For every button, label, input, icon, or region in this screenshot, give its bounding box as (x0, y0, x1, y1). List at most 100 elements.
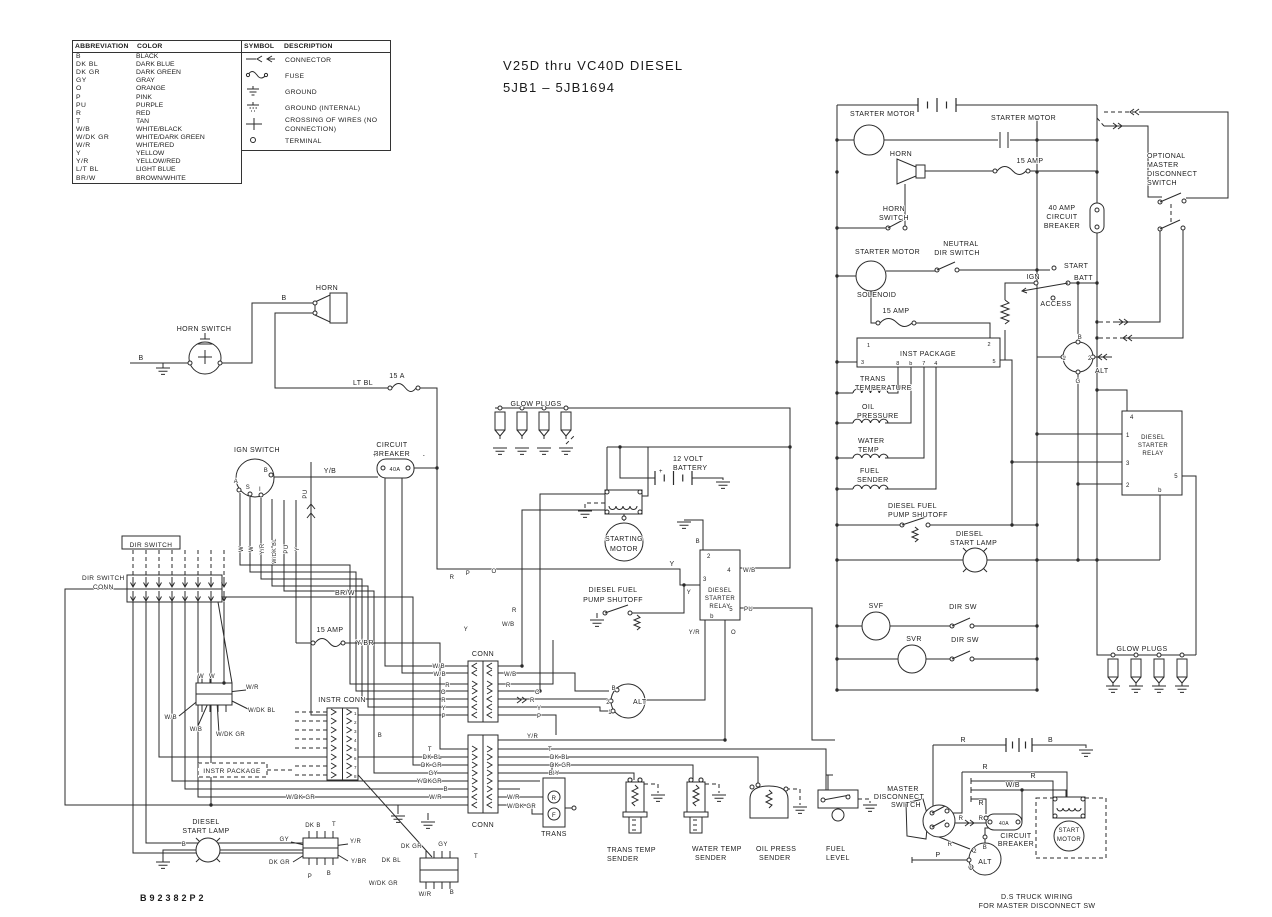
wire-label: 1 (354, 711, 357, 716)
wire-label: PU (744, 607, 753, 613)
wire-label: BATT (1074, 275, 1093, 282)
wire-label: I (259, 487, 261, 493)
wire-label: B (444, 787, 448, 793)
wire-label: P (537, 714, 541, 720)
legend-symbol-desc: GROUND (INTERNAL) (285, 105, 361, 113)
legend-abbr: W/B (76, 125, 91, 133)
trans-f-terminal (547, 807, 561, 821)
diesel-start-lamp-right (962, 547, 988, 573)
diesel-start-lamp-left (195, 837, 221, 863)
wire-label: STARTER (1138, 443, 1169, 449)
wire-label: CONN (93, 584, 114, 591)
wire-label: 4 (354, 738, 357, 743)
wire-label: B (182, 842, 186, 848)
wire-label: Y (442, 706, 446, 712)
wire-label: 2 (1126, 483, 1130, 489)
wire-label: R (979, 816, 984, 822)
wire-label: 2 (973, 849, 977, 855)
wire-label: BREAKER (1044, 223, 1080, 230)
circuit-breaker-bottom (985, 813, 1023, 831)
legend-color: PURPLE (136, 101, 164, 109)
wire-label: W (209, 674, 215, 680)
wire-label: Y (464, 627, 468, 633)
wire-label: Y/R (527, 734, 538, 740)
fuel-sender-label: FUEL (860, 468, 880, 475)
symbols-layer (130, 98, 1189, 870)
wire-label: B (327, 871, 331, 877)
wire-label: T (332, 822, 336, 828)
wire-label: SENDER (857, 477, 889, 484)
circuit-breaker-40amp-label: 40 AMP (1049, 205, 1076, 212)
wire-label: W/DK BL (248, 708, 276, 714)
diesel-starter-relay-center-box (699, 549, 741, 621)
abbr-header: ABBREVIATION (75, 43, 129, 50)
wire-label: + (659, 469, 663, 475)
oil-pressure-label: OIL (862, 404, 874, 411)
legend-color: PINK (136, 93, 152, 101)
wire-label: B (281, 295, 286, 302)
wire-label: Y (687, 590, 691, 596)
wire-label: BATTERY (673, 465, 707, 472)
wire-label: B (549, 771, 553, 777)
diesel-starter-relay-center-label: DIESEL (708, 588, 732, 594)
wire-label: W/DK GR (507, 804, 536, 810)
legend-symbol-row: CROSSING OF WIRES (NO CONNECTION) (242, 117, 390, 133)
wire-label: DISCONNECT (1147, 171, 1198, 178)
diesel-start-lamp-right-label: DIESEL (956, 531, 983, 538)
component-circles (188, 124, 1094, 876)
wire-label: 1 (867, 343, 870, 349)
instr-package-box (197, 762, 268, 778)
legend-abbr: T (76, 117, 81, 125)
legend-symbol-desc: TERMINAL (285, 137, 322, 145)
starter-motor-2-label: STARTER MOTOR (991, 115, 1056, 122)
wire-label: 3 (1126, 461, 1130, 467)
wire-label: Y/DKGR (417, 779, 443, 785)
wire-label: 5 (354, 747, 357, 752)
caption-line-2: FOR MASTER DISCONNECT SW (979, 903, 1096, 910)
wire-label: SENDER (607, 856, 639, 863)
wire-label: Y/R (689, 630, 700, 636)
legend-abbr: O (76, 85, 82, 93)
wire-label: W/B (432, 664, 445, 670)
wire-label: BREAKER (998, 841, 1034, 848)
conn-lower-label: CONN (472, 822, 494, 829)
wire-label: W/DK GR (216, 732, 245, 738)
start-motor-right-label: START (1058, 828, 1079, 834)
legend-abbr: PU (76, 101, 87, 109)
figure-number: B92382P2 (140, 893, 207, 903)
wire-label: R (1031, 773, 1036, 780)
inst-package-box (856, 337, 1001, 368)
fuse-icon (245, 69, 285, 85)
wire-label: R (983, 764, 988, 771)
horn-right-icon (896, 158, 917, 185)
legend-abbr: W/R (76, 142, 91, 150)
trans-temp-sender-label: TRANS TEMP (607, 847, 656, 854)
legend-symbol-row: GROUND (242, 85, 390, 101)
wire-label: START LAMP (950, 540, 997, 547)
wire-label: MOTOR (610, 546, 638, 553)
wire-label: W/R (419, 892, 432, 898)
wire-label: RELAY (1142, 451, 1163, 457)
wire-label: PUMP SHUTOFF (583, 597, 643, 604)
wire-label: 40A (390, 467, 401, 473)
wire-label: GY (550, 771, 559, 777)
wire-label: R (445, 683, 450, 689)
legend-abbr: Y/R (76, 158, 89, 166)
title-line-2: 5JB1 – 5JB1694 (503, 80, 616, 95)
wire-label: B (1078, 335, 1082, 341)
wire-label: P (308, 874, 312, 880)
legend-abbr: DK BL (76, 61, 99, 69)
water-temp-sender-label: WATER TEMP (692, 846, 742, 853)
svf (861, 611, 891, 641)
wire-label: F (552, 813, 556, 819)
optional-master-disconnect-label: OPTIONAL (1147, 153, 1186, 160)
wire-label: W/B (1006, 782, 1020, 789)
wire-label: T (548, 747, 552, 753)
wire-label: S (246, 485, 250, 491)
alternator-right-label: ALT (1095, 368, 1109, 375)
